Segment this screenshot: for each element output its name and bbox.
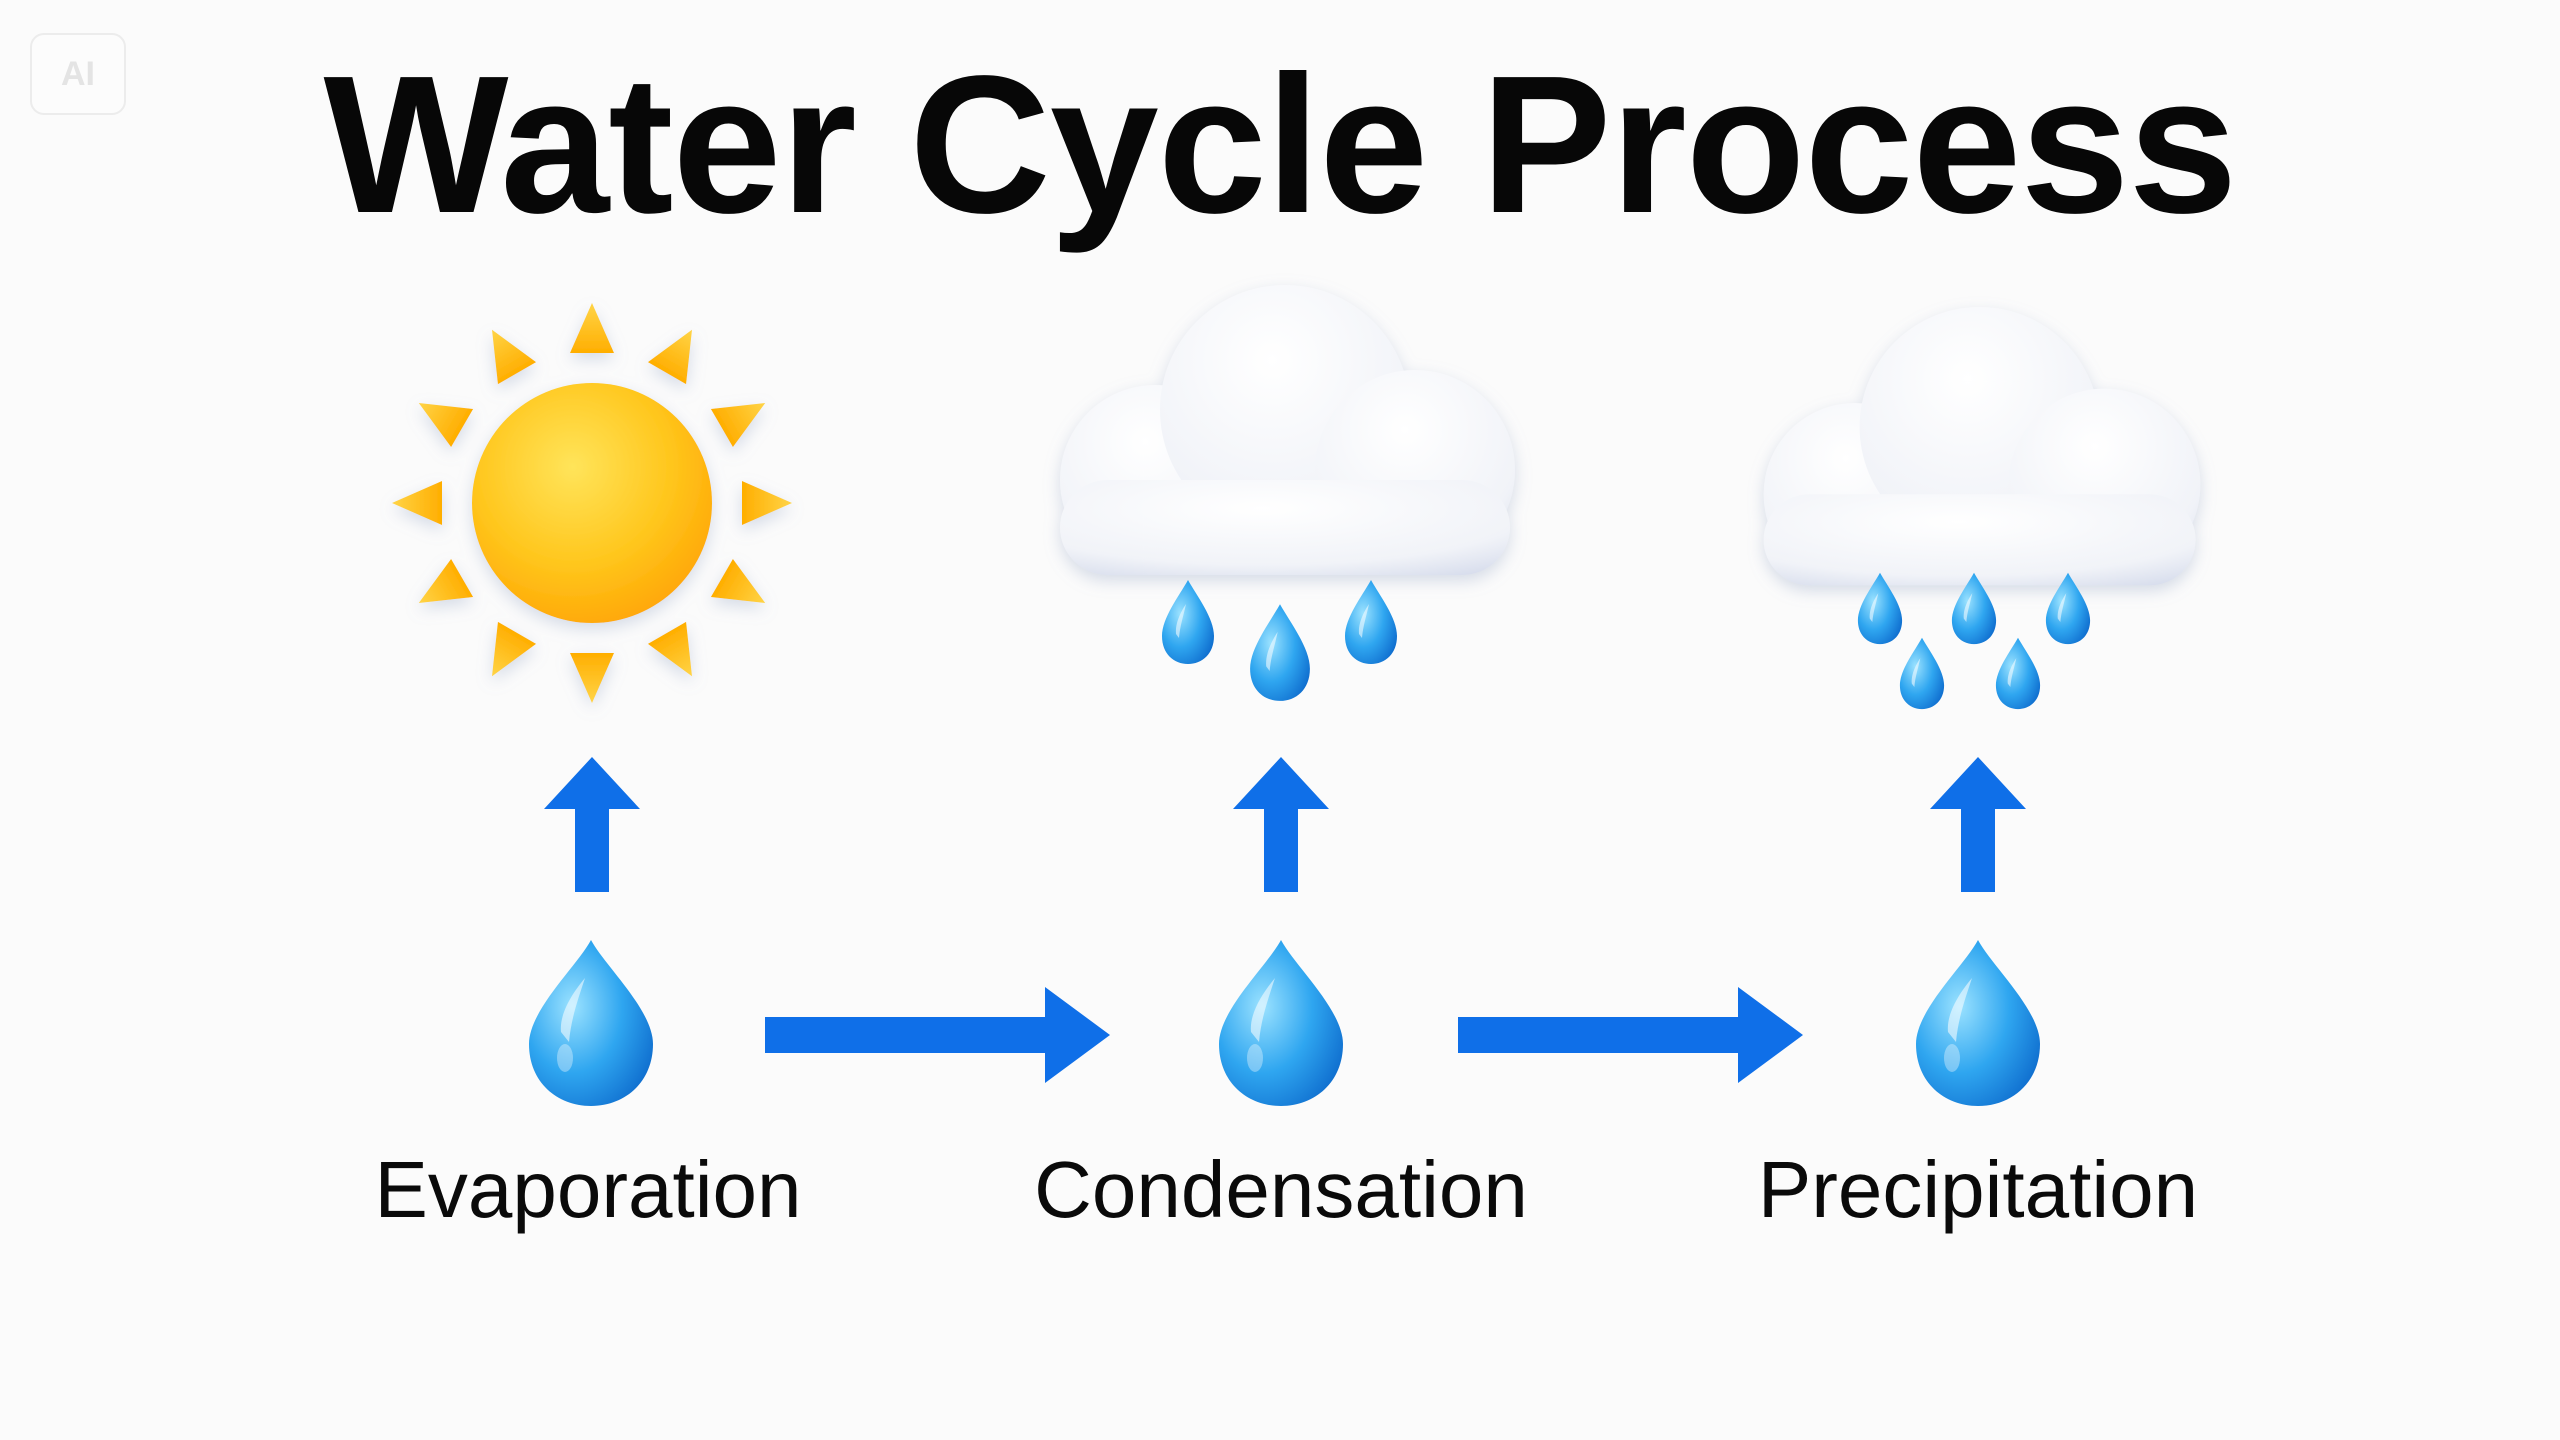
water-drop-icon [1219,940,1343,1106]
right-arrow-icon [765,987,1110,1083]
cloud-raindrops [1857,572,2091,710]
page-title: Water Cycle Process [323,35,2238,254]
rain-cloud-icon [1763,307,2201,586]
stage-label-evaporation: Evaporation [374,1145,802,1234]
water-drop-icon [1916,940,2040,1106]
water-drop-icon [529,940,653,1106]
sun-icon [392,303,792,703]
stage-label-condensation: Condensation [1034,1145,1528,1234]
cloud-raindrops [1162,580,1397,701]
stage-label-precipitation: Precipitation [1757,1145,2199,1234]
up-arrow-icon [544,757,640,892]
rain-cloud-icon [1060,285,1515,575]
up-arrow-icon [1233,757,1329,892]
ai-badge: AI [30,33,126,115]
up-arrow-icon [1930,757,2026,892]
right-arrow-icon [1458,987,1803,1083]
